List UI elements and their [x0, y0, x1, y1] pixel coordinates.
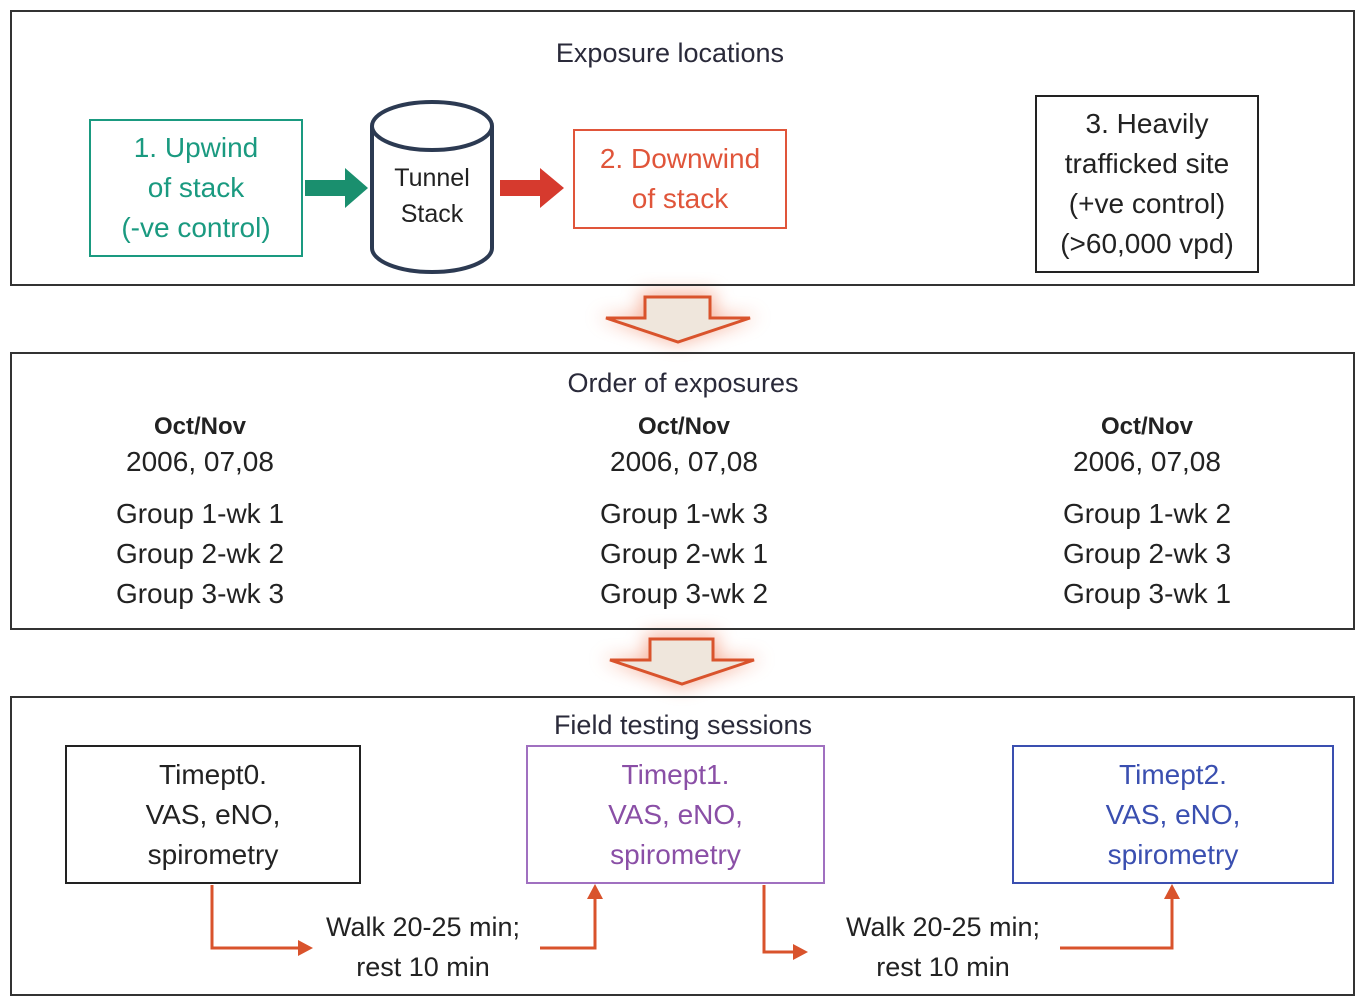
col3-group-1: Group 1-wk 2 — [1062, 498, 1232, 529]
col3-month: Oct/Nov — [1100, 413, 1193, 440]
exposure-column-2: Oct/Nov 2006, 07,08 Group 1-wk 3 Group 2… — [534, 412, 834, 614]
down-arrow-icon-1 — [596, 292, 760, 344]
trafficked-line-2: trafficked site — [1064, 148, 1230, 179]
col3-group-3: Group 3-wk 1 — [1062, 578, 1232, 609]
trafficked-line-4: (>60,000 vpd) — [1060, 228, 1234, 259]
col1-month: Oct/Nov — [153, 413, 246, 440]
walk1-line-1: Walk 20-25 min; — [325, 912, 521, 942]
flow-arrow-t0-to-walk — [210, 885, 313, 956]
panel-order-of-exposures — [10, 352, 1355, 630]
col2-years: 2006, 07,08 — [610, 446, 758, 477]
flow-arrow-walk-to-t2 — [1060, 884, 1180, 950]
walk-label-2: Walk 20-25 min; rest 10 min — [826, 907, 1060, 987]
down-arrow-icon-2 — [600, 634, 764, 688]
col3-years: 2006, 07,08 — [1073, 446, 1221, 477]
tunnel-stack-cylinder — [370, 100, 494, 274]
trafficked-site-box: 3. Heavily trafficked site (+ve control)… — [1035, 95, 1259, 273]
col3-group-2: Group 2-wk 3 — [1062, 538, 1232, 569]
col2-group-1: Group 1-wk 3 — [599, 498, 769, 529]
exposure-column-3: Oct/Nov 2006, 07,08 Group 1-wk 2 Group 2… — [997, 412, 1297, 614]
walk2-line-2: rest 10 min — [876, 952, 1010, 982]
walk2-line-1: Walk 20-25 min; — [845, 912, 1041, 942]
t2-line-1: Timept2. — [1119, 758, 1227, 790]
flow-arrow-walk-to-t1 — [540, 884, 603, 950]
green-arrow-icon — [305, 168, 368, 208]
timept0-box: Timept0. VAS, eNO, spirometry — [65, 745, 361, 884]
panel3-title: Field testing sessions — [553, 710, 813, 740]
trafficked-line-1: 3. Heavily — [1085, 108, 1209, 139]
t0-line-1: Timept0. — [159, 758, 267, 790]
walk1-line-2: rest 10 min — [356, 952, 490, 982]
t2-line-3: spirometry — [1107, 838, 1239, 870]
upwind-line-2: of stack — [147, 172, 245, 203]
col2-group-2: Group 2-wk 1 — [599, 538, 769, 569]
col1-years: 2006, 07,08 — [126, 446, 274, 477]
panel-exposure-locations — [10, 10, 1355, 286]
col1-group-3: Group 3-wk 3 — [115, 578, 285, 609]
t1-line-2: VAS, eNO, — [608, 798, 743, 830]
timept2-box: Timept2. VAS, eNO, spirometry — [1012, 745, 1334, 884]
panel1-title: Exposure locations — [555, 38, 785, 68]
tunnel-stack-label: Tunnel Stack — [372, 160, 492, 232]
upwind-box: 1. Upwind of stack (-ve control) — [89, 119, 303, 257]
t2-line-2: VAS, eNO, — [1105, 798, 1241, 830]
downwind-line-2: of stack — [631, 183, 729, 214]
upwind-line-1: 1. Upwind — [133, 132, 259, 163]
col2-group-3: Group 3-wk 2 — [599, 578, 769, 609]
exposure-column-1: Oct/Nov 2006, 07,08 Group 1-wk 1 Group 2… — [50, 412, 350, 614]
col1-group-1: Group 1-wk 1 — [115, 498, 285, 529]
col2-month: Oct/Nov — [637, 413, 730, 440]
timept1-box: Timept1. VAS, eNO, spirometry — [526, 745, 825, 884]
upwind-line-3: (-ve control) — [121, 212, 271, 243]
t0-line-3: spirometry — [147, 838, 279, 870]
col1-group-2: Group 2-wk 2 — [115, 538, 285, 569]
walk-label-1: Walk 20-25 min; rest 10 min — [306, 907, 540, 987]
stack-line-1: Tunnel — [394, 164, 470, 192]
downwind-line-1: 2. Downwind — [599, 143, 761, 174]
downwind-box: 2. Downwind of stack — [573, 129, 787, 229]
t0-line-2: VAS, eNO, — [145, 798, 281, 830]
trafficked-line-3: (+ve control) — [1068, 188, 1226, 219]
t1-line-1: Timept1. — [621, 758, 730, 790]
red-arrow-icon — [500, 168, 564, 208]
panel2-title: Order of exposures — [567, 368, 799, 398]
t1-line-3: spirometry — [610, 838, 741, 870]
stack-line-2: Stack — [400, 200, 464, 228]
flow-arrow-t1-to-walk — [762, 885, 808, 960]
